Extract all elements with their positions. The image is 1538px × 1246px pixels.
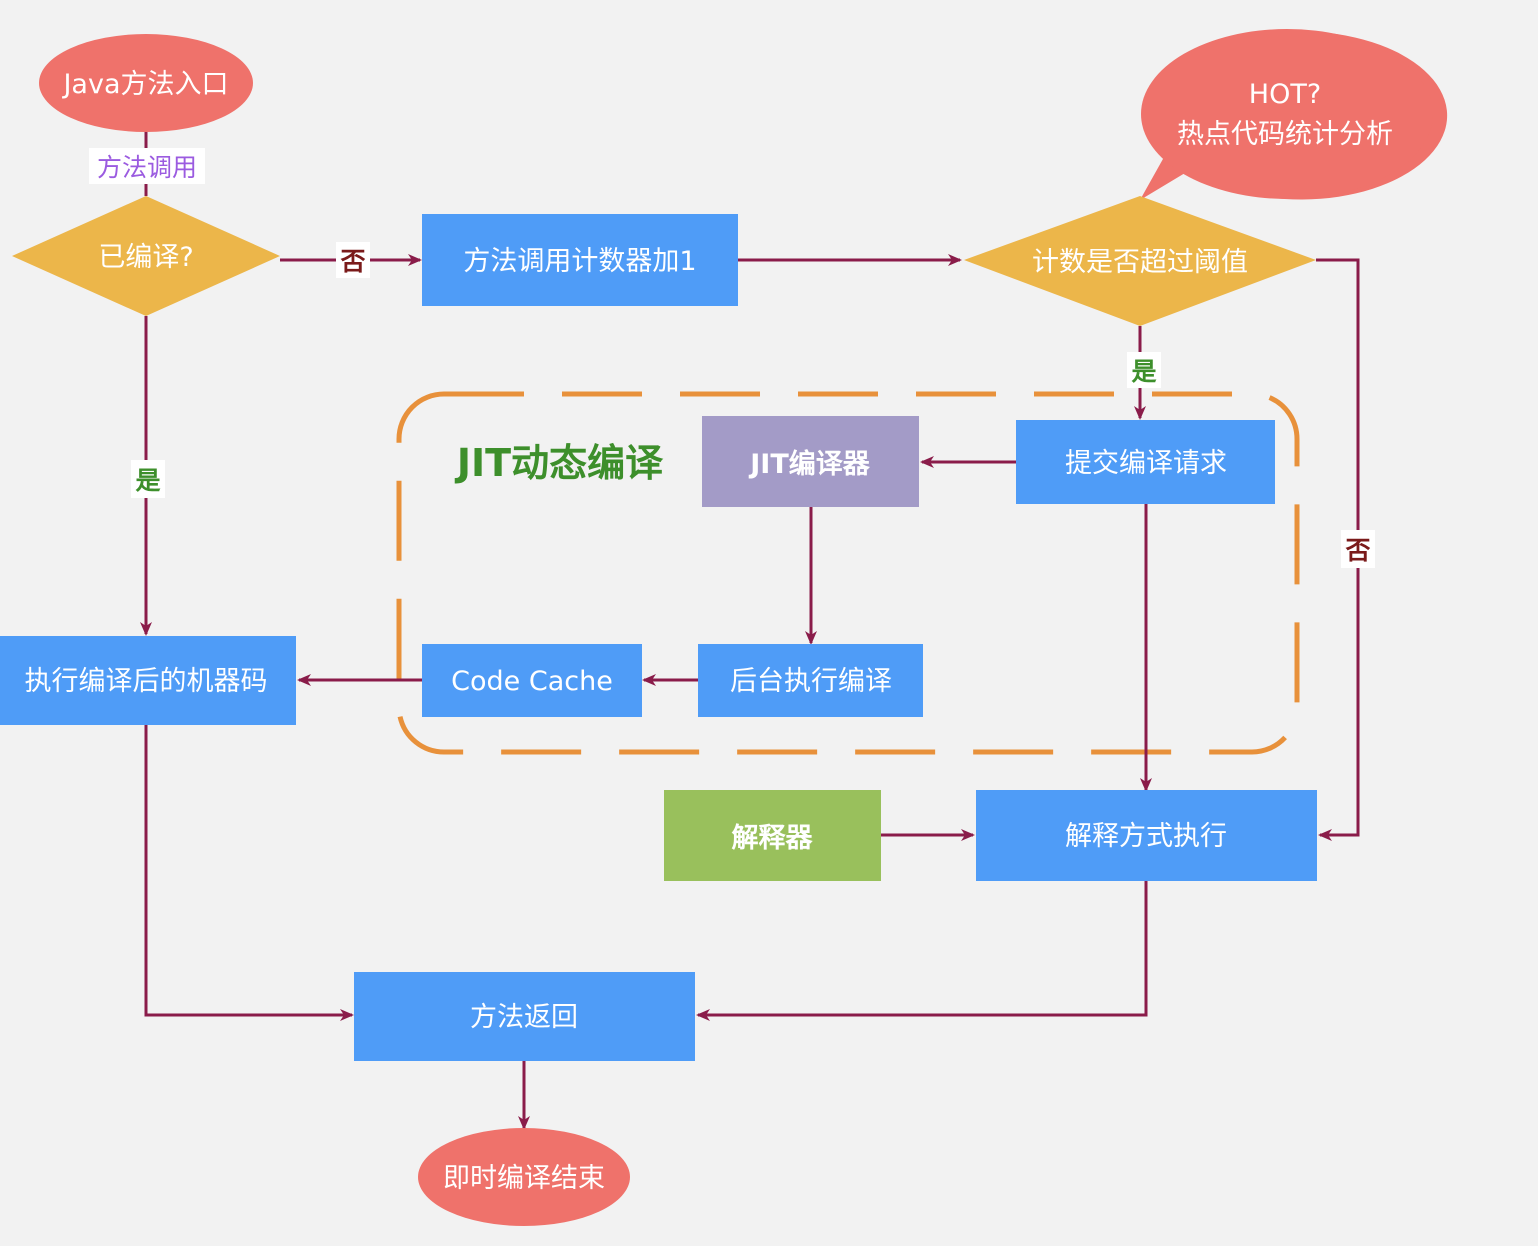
method-return-label: 方法返回 <box>470 1002 578 1033</box>
yes-label-1-bg <box>131 460 165 498</box>
no-label-1-bg <box>336 242 370 278</box>
counter-increment-label: 方法调用计数器加1 <box>463 246 696 277</box>
hot-callout-line1: HOT? <box>1249 79 1321 110</box>
end-label: 即时编译结束 <box>443 1163 605 1194</box>
yes-label-2: 是 <box>1131 357 1156 386</box>
counter-increment-box <box>422 214 738 306</box>
hot-callout-ellipse <box>1141 29 1433 199</box>
method-call-label-bg <box>89 148 205 184</box>
interpreter-label: 解释器 <box>732 823 814 854</box>
edge-exec-to-return <box>144 725 354 1021</box>
hot-callout-line2: 热点代码统计分析 <box>1177 119 1393 150</box>
background-compile-label: 后台执行编译 <box>730 666 892 697</box>
compiled-check-label: 已编译? <box>98 242 193 273</box>
interpreted-exec-box <box>976 790 1317 881</box>
yes-label-2-bg <box>1127 352 1161 388</box>
method-call-label: 方法调用 <box>97 153 197 182</box>
start-terminal <box>39 34 253 132</box>
interpreter-box <box>664 790 881 881</box>
jit-compiler-box <box>702 416 919 507</box>
compiled-check-decision <box>12 196 280 316</box>
edge-interpreted-to-return <box>696 880 1148 1021</box>
method-return-box <box>354 972 695 1061</box>
exec-machine-code-box <box>0 636 296 725</box>
start-label: Java方法入口 <box>61 69 228 100</box>
code-cache-box <box>422 644 642 717</box>
jit-group-border <box>396 391 1300 755</box>
threshold-check-decision <box>964 196 1316 326</box>
no-label-2: 否 <box>1344 536 1370 565</box>
no-label-1: 否 <box>339 247 365 276</box>
no-label-2-bg <box>1341 530 1375 568</box>
threshold-check-label: 计数是否超过阈值 <box>1032 247 1248 278</box>
code-cache-label: Code Cache <box>451 666 613 697</box>
exec-machine-code-label: 执行编译后的机器码 <box>25 666 268 697</box>
submit-request-label: 提交编译请求 <box>1065 448 1227 479</box>
interpreted-exec-label: 解释方式执行 <box>1065 821 1227 852</box>
background-compile-box <box>698 644 923 717</box>
jit-group-title: JIT动态编译 <box>454 441 664 485</box>
submit-request-box <box>1016 420 1275 504</box>
jit-compiler-label: JIT编译器 <box>748 448 871 480</box>
end-terminal <box>418 1128 630 1226</box>
yes-label-1: 是 <box>135 466 160 495</box>
